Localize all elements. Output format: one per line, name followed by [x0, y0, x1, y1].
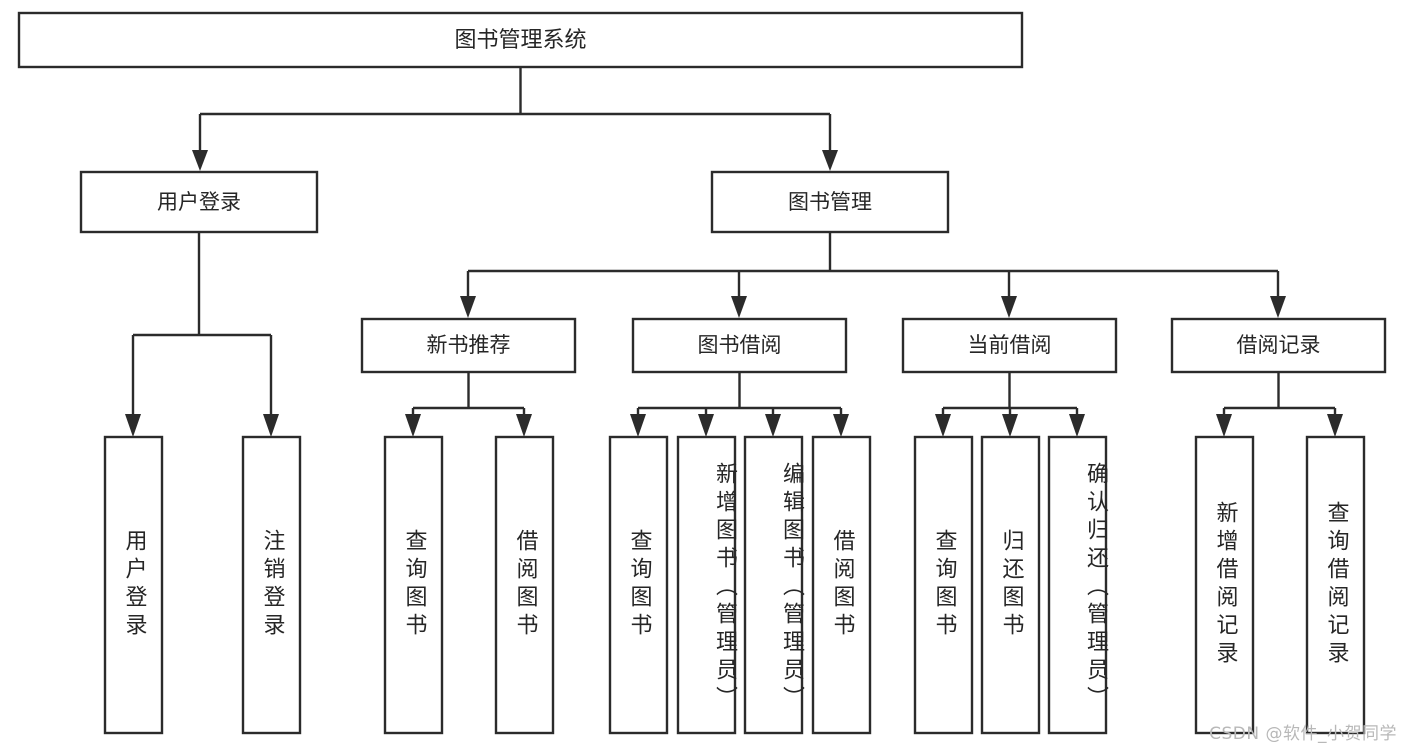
- arrow-leaf-n2-icon: [516, 414, 532, 437]
- node-user-login-label: 用户登录: [157, 190, 241, 214]
- csdn-watermark: CSDN @软件_小贺同学: [1209, 724, 1397, 744]
- arrow-leaf-u2-icon: [263, 414, 279, 437]
- node-user-login[interactable]: 用户登录: [79, 170, 319, 234]
- leaf-box-borrow-book-2[interactable]: [811, 435, 872, 735]
- node-current-borrow-label: 当前借阅: [968, 333, 1052, 357]
- arrow-leaf-r2-icon: [1327, 414, 1343, 437]
- node-book-management-label: 图书管理: [788, 190, 872, 214]
- arrow-book-mgmt-icon: [822, 150, 838, 171]
- node-current-borrow[interactable]: 当前借阅: [901, 317, 1118, 374]
- arrow-user-login-icon: [192, 150, 208, 171]
- leaf-box-confirm-return-admin[interactable]: [1047, 435, 1108, 735]
- arrow-book-borrow-icon: [731, 296, 747, 318]
- arrow-leaf-u1-icon: [125, 414, 141, 437]
- leaf-box-query-book-2[interactable]: [608, 435, 669, 735]
- node-new-book-recommend-label: 新书推荐: [427, 333, 511, 357]
- arrow-leaf-c2-icon: [1002, 414, 1018, 437]
- arrow-leaf-c1-icon: [935, 414, 951, 437]
- leaf-box-borrow-book-1[interactable]: [494, 435, 555, 735]
- arrow-leaf-n1-icon: [405, 414, 421, 437]
- arrow-leaf-b2-icon: [698, 414, 714, 437]
- arrow-new-book-icon: [460, 296, 476, 318]
- leaf-box-add-book-admin[interactable]: [676, 435, 737, 735]
- node-root-label: 图书管理系统: [454, 28, 586, 53]
- arrow-current-borrow-icon: [1001, 296, 1017, 318]
- arrow-leaf-r1-icon: [1216, 414, 1232, 437]
- node-new-book-recommend[interactable]: 新书推荐: [360, 317, 577, 374]
- node-book-borrow-label: 图书借阅: [698, 333, 782, 357]
- leaf-box-add-borrow-record[interactable]: [1194, 435, 1255, 735]
- arrow-leaf-b4-icon: [833, 414, 849, 437]
- arrow-leaf-b3-icon: [765, 414, 781, 437]
- node-root-box[interactable]: [17, 11, 1024, 69]
- arrow-leaf-c3-icon: [1069, 414, 1085, 437]
- leaf-box-return-book[interactable]: [980, 435, 1041, 735]
- leaf-box-edit-book-admin[interactable]: [743, 435, 804, 735]
- arrow-borrow-record-icon: [1270, 296, 1286, 318]
- node-borrow-record-label: 借阅记录: [1237, 333, 1321, 357]
- node-borrow-record-box[interactable]: [1170, 317, 1387, 374]
- leaf-box-query-borrow-record[interactable]: [1305, 435, 1366, 735]
- arrow-leaf-b1-icon: [630, 414, 646, 437]
- node-book-borrow-box[interactable]: [631, 317, 848, 374]
- node-book-management[interactable]: 图书管理: [710, 170, 950, 234]
- node-new-book-recommend-box[interactable]: [360, 317, 577, 374]
- leaf-box-logout[interactable]: [241, 435, 302, 735]
- node-root[interactable]: 图书管理系统: [17, 11, 1024, 69]
- node-book-management-box[interactable]: [710, 170, 950, 234]
- leaf-box-query-book-1[interactable]: [383, 435, 444, 735]
- leaf-box-user-login[interactable]: [103, 435, 164, 735]
- leaf-box-query-book-3[interactable]: [913, 435, 974, 735]
- node-borrow-record[interactable]: 借阅记录: [1170, 317, 1387, 374]
- node-book-borrow[interactable]: 图书借阅: [631, 317, 848, 374]
- node-current-borrow-box[interactable]: [901, 317, 1118, 374]
